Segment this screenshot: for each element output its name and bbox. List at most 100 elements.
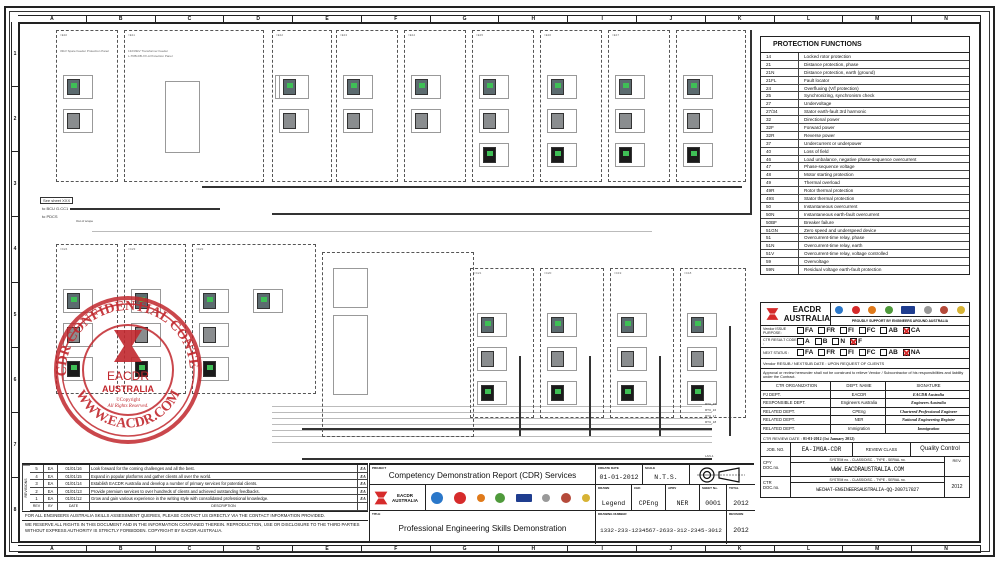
checkbox-box[interactable] [832,337,840,345]
relay-device[interactable] [683,109,713,133]
checkbox-box[interactable] [858,348,866,356]
checkbox-fi[interactable]: FI [839,348,854,356]
relay-device[interactable] [547,75,577,99]
relay-device[interactable] [547,347,577,371]
ansi-code: 32 [761,116,799,124]
checkbox-box[interactable] [880,348,888,356]
relay-device[interactable] [547,313,577,337]
checkbox-ab[interactable]: AB [880,348,898,356]
checkbox-fa[interactable]: FA [797,326,813,334]
panel-e12[interactable]: =E12 [272,30,332,182]
checkbox-ca[interactable]: CA [902,326,920,334]
panel-e15[interactable]: =E15 [472,30,534,182]
checkbox-box[interactable] [902,326,910,334]
relay-device[interactable] [477,313,507,337]
checkbox-fi[interactable]: FI [839,326,854,334]
checkbox-box[interactable] [797,337,804,345]
checkbox-ab[interactable]: AB [880,326,898,334]
panel-e13[interactable]: =E13 [336,30,398,182]
relay-device[interactable] [615,143,645,167]
relay-device[interactable] [479,75,509,99]
relay-device[interactable] [411,109,441,133]
relay-device[interactable] [615,109,645,133]
relay-device[interactable] [131,357,161,381]
relay-device[interactable] [547,109,577,133]
checkbox-fc[interactable]: FC [858,326,875,334]
panel-e18[interactable] [676,30,746,182]
panel-c18[interactable]: =C18 [680,268,746,418]
cable-line [272,430,712,431]
relay-device[interactable] [343,75,373,99]
checkbox-n[interactable]: N [832,337,845,345]
relay-device[interactable] [617,347,647,371]
panel-c19[interactable]: =C19 [610,268,674,418]
checkbox-f[interactable]: F [850,337,862,345]
partner-logo-icon [868,305,877,314]
see-sheet-ref[interactable]: See sheet XXX [40,197,74,204]
relay-device[interactable] [279,109,309,133]
svg-text:EACDR: EACDR [107,369,149,383]
panel-switch[interactable] [322,252,474,437]
checkbox-b[interactable]: B [814,337,827,345]
checkbox-box[interactable] [797,348,804,356]
panel-c21[interactable]: =C21 [470,268,534,418]
checkbox-box[interactable] [858,326,866,334]
ethernet-switch[interactable] [333,268,368,308]
panel-e11[interactable]: =E11 132/33kV Transformer Feeder L-TRB-D… [124,30,305,182]
relay-device[interactable] [687,347,717,371]
checkbox-box[interactable] [818,326,826,334]
checkbox-box[interactable] [797,326,804,334]
relay-device[interactable] [687,381,717,405]
checkbox-box[interactable] [880,326,888,334]
checkbox-box[interactable] [902,348,910,356]
relay-device[interactable] [63,75,93,99]
relay-device[interactable] [477,347,507,371]
relay-device[interactable] [343,109,373,133]
checkbox-box[interactable] [850,337,858,345]
relay-device[interactable] [617,313,647,337]
terminal-block[interactable] [165,81,200,153]
relay-device[interactable] [63,357,93,381]
checkbox-a[interactable]: A [797,337,810,345]
checkbox-fa[interactable]: FA [797,348,813,356]
relay-device[interactable] [683,143,713,167]
checkbox-fr[interactable]: FR [818,348,835,356]
relay-device[interactable] [63,109,93,133]
checkbox-box[interactable] [818,348,826,356]
col-marker: B [87,546,156,552]
row-marker: 1 [12,22,18,88]
ansi-code: 37 [761,139,799,147]
relay-device[interactable] [547,381,577,405]
relay-device[interactable] [617,381,647,405]
relay-device[interactable] [547,143,577,167]
checkbox-fc[interactable]: FC [858,348,875,356]
terminal-block[interactable] [333,315,368,395]
relay-device[interactable] [615,75,645,99]
panel-c22[interactable]: =C22 [192,244,316,394]
checkbox-na[interactable]: NA [902,348,920,356]
relay-device[interactable] [199,323,229,347]
checkbox-fr[interactable]: FR [818,326,835,334]
panel-c24[interactable]: =C24 [56,244,118,394]
ansi-code: 50 [761,202,799,210]
relay-device[interactable] [683,75,713,99]
bus-line [302,458,712,460]
panel-e17[interactable]: =E17 [608,30,670,182]
relay-device[interactable] [253,289,283,313]
panel-e10[interactable]: 33kV Spare Feeder Protection Panel =E10 [56,30,118,182]
checkbox-box[interactable] [839,326,847,334]
relay-device[interactable] [199,289,229,313]
relay-device[interactable] [279,75,309,99]
checkbox-box[interactable] [839,348,847,356]
relay-device[interactable] [479,109,509,133]
relay-device[interactable] [479,143,509,167]
relay-device[interactable] [687,313,717,337]
relay-device[interactable] [477,381,507,405]
panel-c20[interactable]: =C20 [540,268,604,418]
checkbox-box[interactable] [814,337,822,345]
relay-device[interactable] [411,75,441,99]
panel-e16[interactable]: =E16 [540,30,602,182]
panel-e14[interactable]: =E14 [404,30,466,182]
